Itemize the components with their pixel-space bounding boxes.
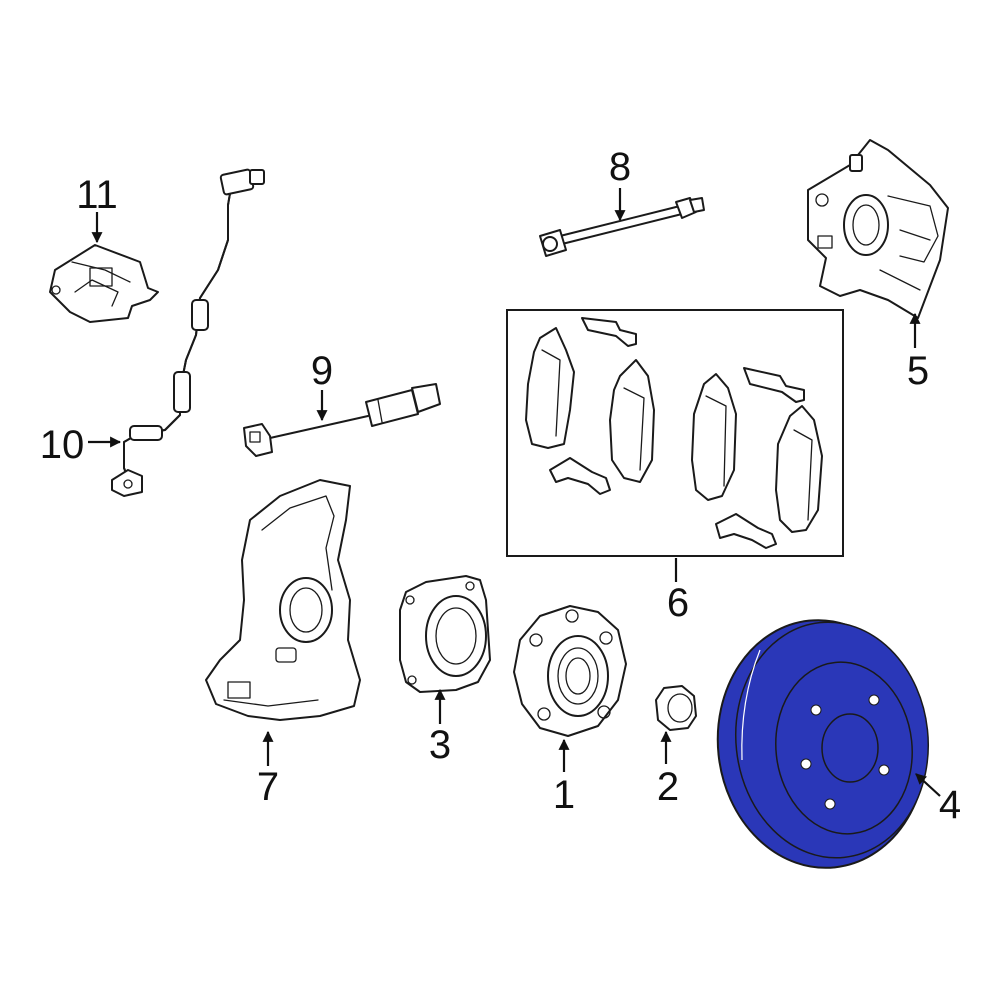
leader-4 [915, 773, 941, 797]
part-7-splash-shield[interactable] [205, 479, 361, 721]
callout-6: 6 [667, 581, 689, 625]
callout-5: 5 [907, 349, 929, 393]
callout-10: 10 [40, 423, 85, 467]
part-11-bracket[interactable] [49, 244, 159, 323]
part-3-bearing[interactable] [399, 575, 491, 693]
callout-8: 8 [609, 145, 631, 189]
callout-3: 3 [429, 723, 451, 767]
part-6-pad-set[interactable] [506, 309, 844, 557]
part-4-brake-rotor[interactable] [706, 610, 940, 878]
part-8-guide-bolt[interactable] [539, 197, 705, 257]
callout-2: 2 [657, 765, 679, 809]
callout-9: 9 [311, 349, 333, 393]
part-10-abs-sensor-cable[interactable] [111, 168, 265, 497]
callout-11: 11 [76, 173, 118, 217]
part-5-caliper[interactable] [807, 139, 949, 319]
part-1-hub[interactable] [513, 605, 627, 737]
callout-1: 1 [553, 773, 575, 817]
part-9-wear-sensor[interactable] [243, 383, 441, 457]
callout-4: 4 [939, 783, 961, 827]
callout-7: 7 [257, 765, 279, 809]
part-2-cap[interactable] [655, 685, 697, 731]
